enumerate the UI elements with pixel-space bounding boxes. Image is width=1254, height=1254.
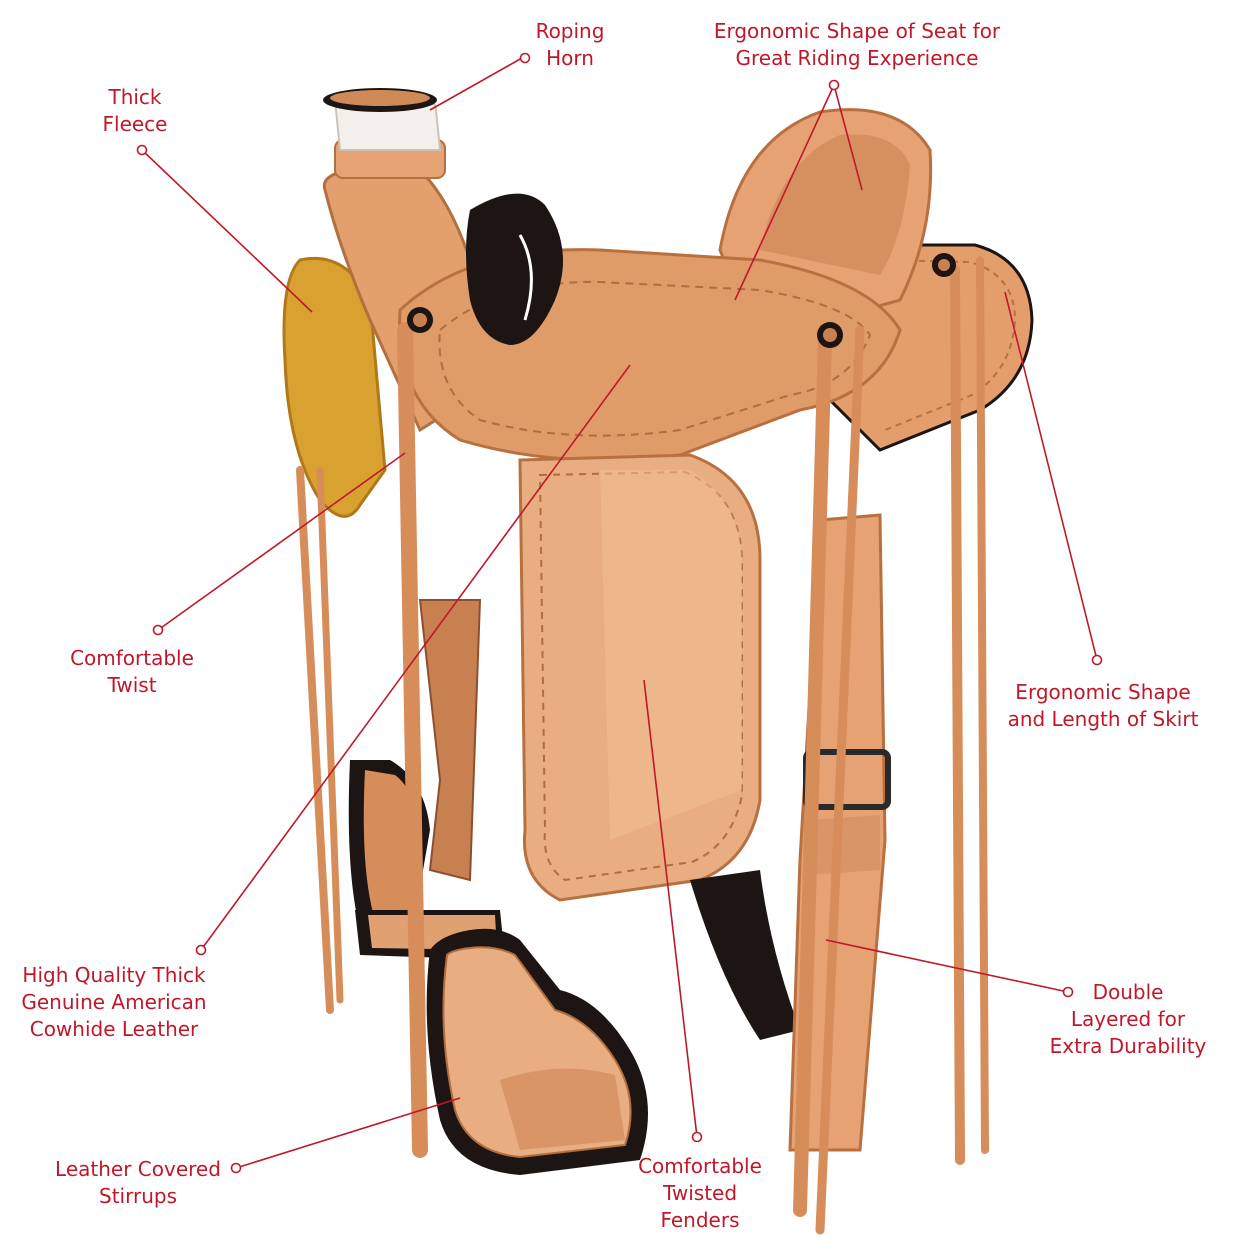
roping-horn-shape bbox=[323, 88, 446, 179]
callout-roping-horn: Roping Horn bbox=[536, 18, 605, 72]
saddle-strings bbox=[296, 256, 989, 1235]
callout-seat: Ergonomic Shape of Seat for Great Riding… bbox=[714, 18, 1000, 72]
near-stirrup bbox=[426, 928, 648, 1175]
leader-leather bbox=[200, 364, 631, 951]
callout-text: Fenders bbox=[660, 1208, 740, 1232]
callout-text: Twist bbox=[107, 673, 157, 697]
leader-fleece bbox=[141, 149, 313, 313]
callout-text: Comfortable bbox=[638, 1154, 762, 1178]
leader-twist bbox=[157, 452, 406, 631]
leader-seat-left bbox=[734, 84, 835, 301]
callout-leather: High Quality Thick Genuine American Cowh… bbox=[21, 962, 206, 1043]
leader-seat-right bbox=[833, 84, 863, 191]
far-side-rigging bbox=[348, 599, 505, 960]
cinch bbox=[690, 870, 800, 1040]
leader-lines bbox=[136, 52, 1103, 1174]
callout-text: Ergonomic Shape bbox=[1015, 680, 1191, 704]
callout-text: Cowhide Leather bbox=[29, 1017, 199, 1041]
leader-skirt bbox=[1004, 291, 1098, 661]
leader-stirrups bbox=[235, 1097, 461, 1169]
callout-text: Twisted bbox=[662, 1181, 738, 1205]
callout-skirt: Ergonomic Shape and Length of Skirt bbox=[1008, 679, 1199, 733]
callout-text: Comfortable bbox=[70, 646, 194, 670]
callout-text: Layered for bbox=[1070, 1007, 1186, 1031]
callout-text: Horn bbox=[546, 46, 594, 70]
callout-fenders: Comfortable Twisted Fenders bbox=[638, 1153, 762, 1234]
leader-double bbox=[825, 939, 1069, 993]
callout-text: Double bbox=[1092, 980, 1164, 1004]
callout-text: Leather Covered bbox=[55, 1157, 221, 1181]
callout-stirrups: Leather Covered Stirrups bbox=[55, 1156, 221, 1210]
leader-fenders bbox=[643, 679, 698, 1138]
callout-fleece: Thick Fleece bbox=[103, 84, 168, 138]
callout-double: Double Layered for Extra Durability bbox=[1050, 979, 1207, 1060]
callout-text: Extra Durability bbox=[1049, 1034, 1207, 1058]
callout-twist: Comfortable Twist bbox=[70, 645, 194, 699]
black-swell-cover bbox=[466, 193, 563, 345]
leader-roping-horn bbox=[429, 57, 523, 111]
callout-text: Great Riding Experience bbox=[735, 46, 979, 70]
callout-text: Fleece bbox=[102, 112, 168, 136]
callout-text: Thick bbox=[108, 85, 162, 109]
callout-text: High Quality Thick bbox=[22, 963, 206, 987]
callout-text: Genuine American bbox=[21, 990, 207, 1014]
callout-text: Stirrups bbox=[99, 1184, 177, 1208]
callout-text: Roping bbox=[535, 19, 605, 43]
callout-text: Ergonomic Shape of Seat for bbox=[713, 19, 1001, 43]
callout-text: and Length of Skirt bbox=[1007, 707, 1199, 731]
